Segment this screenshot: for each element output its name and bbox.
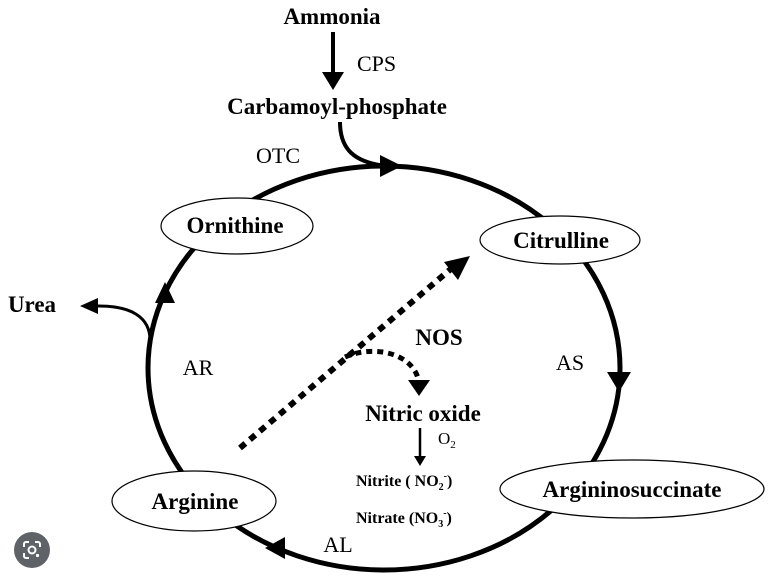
carbamoyl-phosphate-label: Carbamoyl-phosphate <box>227 94 447 119</box>
ammonia-label: Ammonia <box>283 4 381 29</box>
no-curve-arrowhead <box>408 380 430 396</box>
urea-arrowhead <box>80 298 98 314</box>
al-label: AL <box>323 532 352 557</box>
arginine-label: Arginine <box>152 489 239 514</box>
google-lens-icon[interactable] <box>14 532 50 568</box>
ring-arrow-right <box>607 372 631 392</box>
argininosuccinate-label: Argininosuccinate <box>543 477 722 502</box>
no-products-arrowhead <box>414 456 426 466</box>
citrulline-label: Citrulline <box>513 228 609 253</box>
arginine-ellipse <box>111 470 277 532</box>
ornithine-label: Ornithine <box>186 213 283 238</box>
nitrite-label: Nitrite ( NO2-) <box>356 471 452 493</box>
nitrate-label: Nitrate (NO3-) <box>356 508 452 530</box>
nos-label: NOS <box>415 325 462 350</box>
lens-glyph <box>23 541 41 559</box>
no-dotted-curve <box>343 348 421 379</box>
urea-label: Urea <box>8 292 57 317</box>
ring-arrow-left <box>155 282 175 303</box>
citrulline-ellipse <box>479 215 641 265</box>
ornithine-ellipse <box>160 197 314 255</box>
as-label: AS <box>556 350 584 375</box>
cps-arrowhead <box>322 72 344 90</box>
otc-label: OTC <box>256 143 300 168</box>
nos-arrowhead <box>444 256 470 280</box>
nitric-oxide-label: Nitric oxide <box>365 401 481 426</box>
ring-arrow-top <box>380 155 402 177</box>
argininosuccinate-ellipse <box>499 459 765 519</box>
urea-branch-arrow <box>94 304 152 341</box>
cps-label: CPS <box>357 51 396 76</box>
ring-arrow-bottom <box>265 537 285 559</box>
otc-arrow <box>338 121 386 168</box>
o2-label: O2 <box>438 429 456 451</box>
ar-label: AR <box>183 355 214 380</box>
